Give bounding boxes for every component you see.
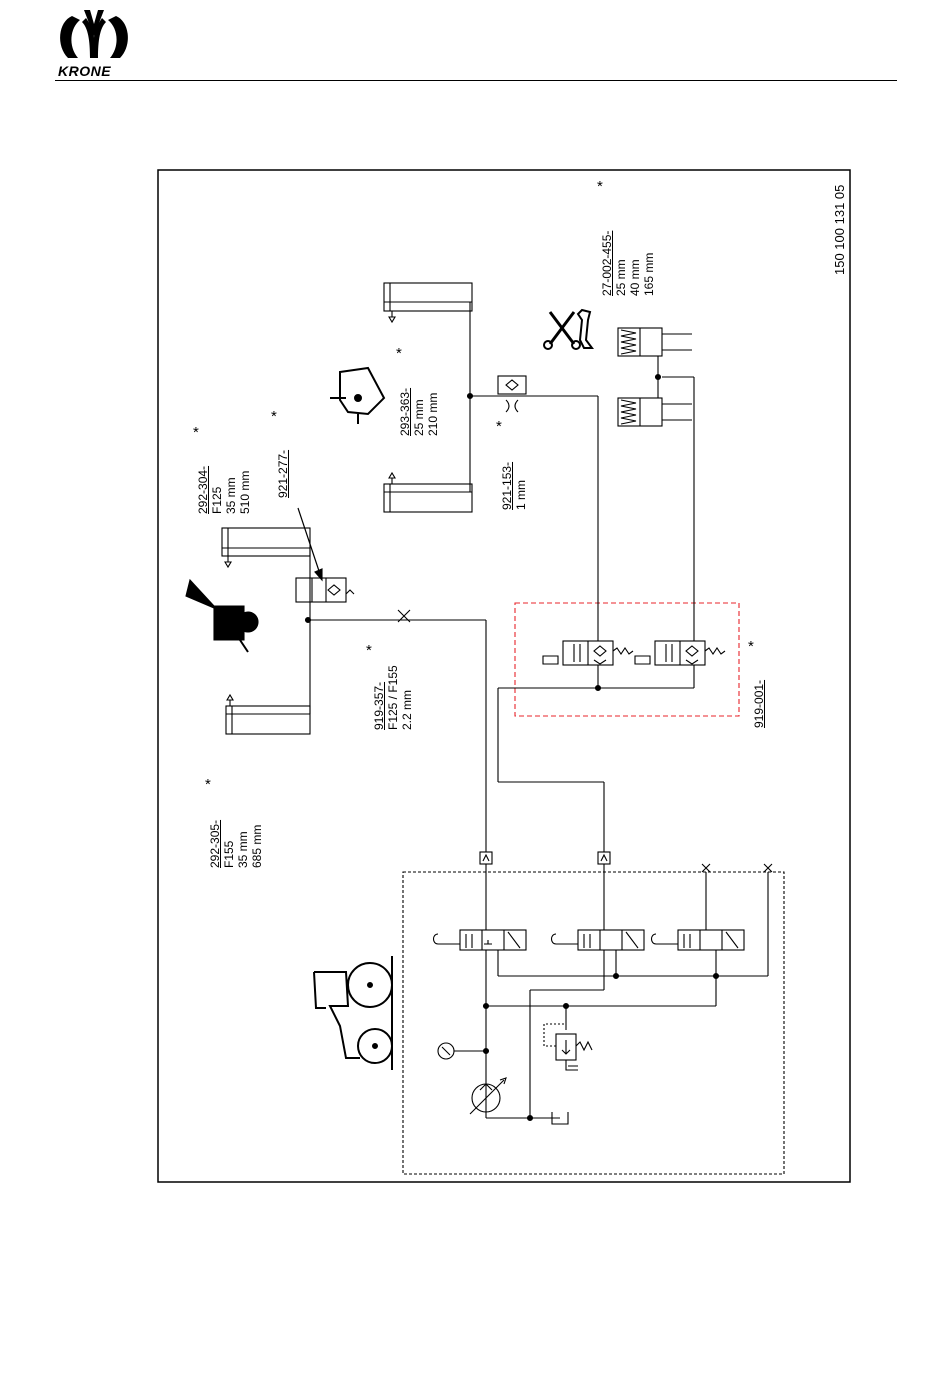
net-roll-icon bbox=[330, 368, 384, 424]
star-921-277: * bbox=[271, 408, 277, 425]
star-27-002-455: * bbox=[597, 178, 603, 195]
cylinder-292-305 bbox=[226, 695, 310, 734]
spring-cylinder-upper bbox=[618, 328, 692, 356]
label-293-363: 293-363- 25 mm 210 mm bbox=[398, 388, 440, 436]
star-919-357: * bbox=[366, 642, 372, 659]
spring-cylinder-lower bbox=[618, 398, 692, 426]
star-292-305: * bbox=[205, 776, 211, 793]
tractor-plumbing bbox=[438, 950, 768, 1124]
label-27-002-455: 27-002-455- 25 mm 40 mm 165 mm bbox=[600, 231, 656, 296]
star-919-001: * bbox=[748, 638, 754, 655]
tractor-valve-2 bbox=[552, 930, 645, 950]
star-292-304: * bbox=[193, 424, 199, 441]
diagram-frame bbox=[158, 170, 850, 1182]
star-921-153: * bbox=[496, 418, 502, 435]
tractor-valve-1 bbox=[434, 930, 527, 950]
label-292-305: 292-305- F155 35 mm 685 mm bbox=[208, 820, 264, 868]
label-292-304: 292-304- F125 35 mm 510 mm bbox=[196, 466, 252, 514]
label-919-001: 919-001- bbox=[752, 680, 766, 728]
cylinder-293-363-upper bbox=[384, 283, 472, 322]
check-valve-921-153 bbox=[498, 376, 526, 412]
label-921-153: 921-153- 1 mm bbox=[500, 462, 528, 510]
tractor-icon bbox=[314, 956, 392, 1070]
tractor-valve-3 bbox=[652, 930, 745, 950]
directional-valve-1 bbox=[543, 641, 633, 665]
label-919-357: 919-357- F125 / F155 2.2 mm bbox=[372, 665, 414, 730]
cylinder-293-363-lower bbox=[384, 473, 472, 512]
label-921-277: 921-277- bbox=[276, 450, 290, 498]
pickup-icon bbox=[186, 580, 258, 652]
valve-921-277 bbox=[296, 508, 354, 602]
star-293-363: * bbox=[396, 345, 402, 362]
directional-valve-2 bbox=[635, 641, 725, 665]
drawing-number: 150 100 131 05 bbox=[832, 185, 847, 275]
cylinder-292-304 bbox=[222, 528, 310, 567]
tool-icon bbox=[544, 310, 592, 349]
hydraulic-lines bbox=[306, 302, 773, 976]
tractor-hydraulics-block bbox=[403, 872, 784, 1174]
